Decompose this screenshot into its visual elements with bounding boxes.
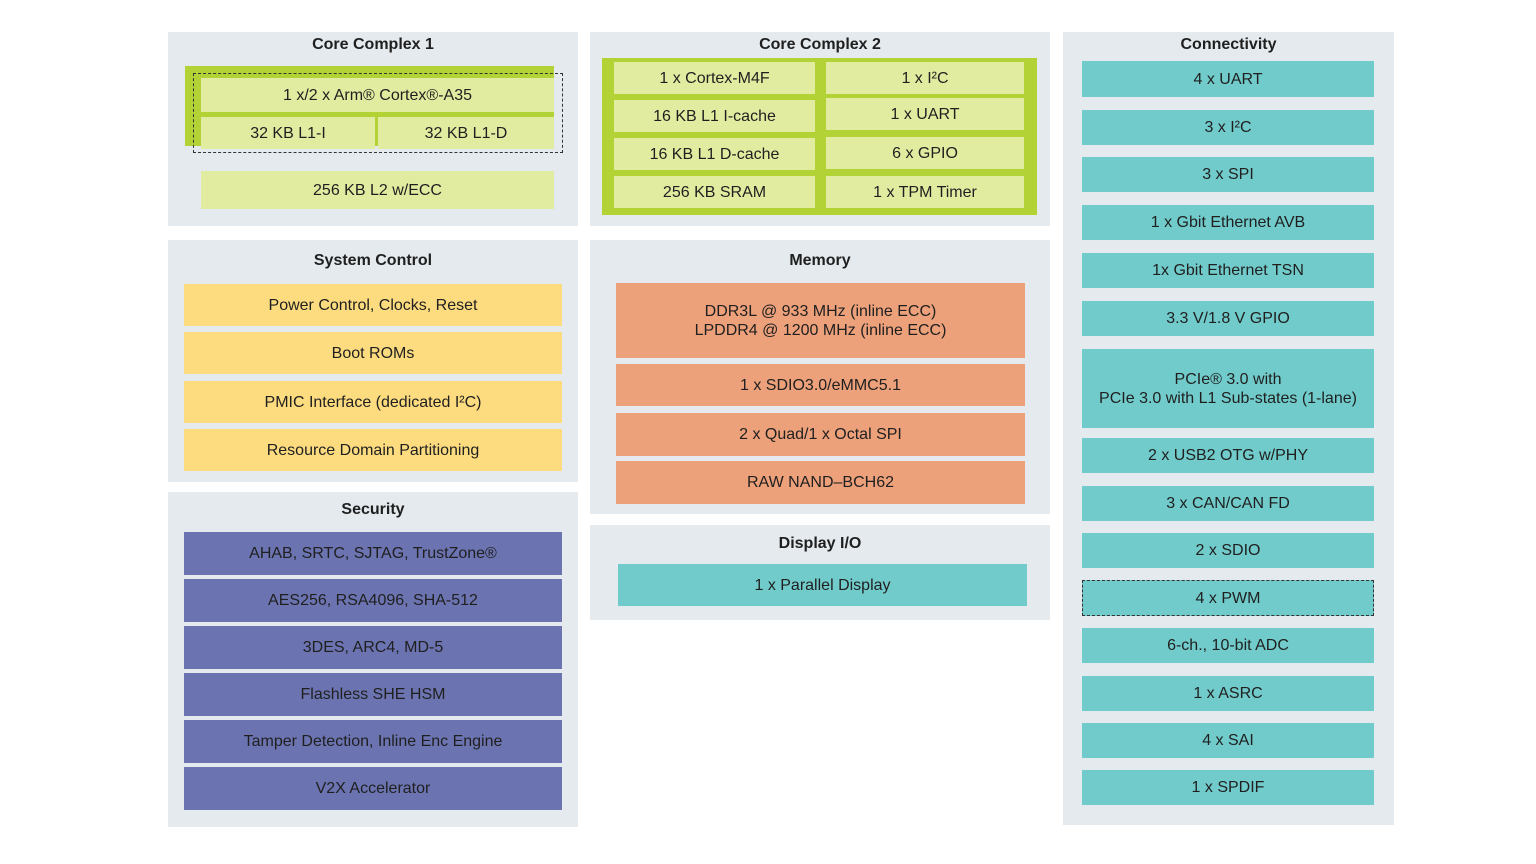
aes-rsa-sha-block: AES256, RSA4096, SHA-512: [184, 579, 562, 622]
system-control-panel: System Control Power Control, Clocks, Re…: [168, 240, 578, 482]
cm4f-dcache-block: 16 KB L1 D-cache: [614, 138, 815, 170]
connectivity-uart: 4 x UART: [1082, 61, 1374, 97]
sdio-emmc-block: 1 x SDIO3.0/eMMC5.1: [616, 364, 1025, 406]
display-io-panel: Display I/O 1 x Parallel Display: [590, 525, 1050, 620]
cm4f-tpm-timer-block: 1 x TPM Timer: [826, 176, 1024, 208]
cm4f-sram-block: 256 KB SRAM: [614, 176, 815, 208]
boot-roms-block: Boot ROMs: [184, 332, 562, 374]
v2x-accelerator-block: V2X Accelerator: [184, 767, 562, 810]
connectivity-title: Connectivity: [1180, 36, 1277, 53]
ddr-memory-block: DDR3L @ 933 MHz (inline ECC) LPDDR4 @ 12…: [616, 283, 1025, 358]
memory-title: Memory: [789, 252, 851, 269]
raw-nand-block: RAW NAND–BCH62: [616, 461, 1025, 504]
cortex-a35-block: 1 x/2 x Arm® Cortex®-A35: [201, 78, 554, 112]
connectivity-can-fd: 3 x CAN/CAN FD: [1082, 486, 1374, 521]
pmic-interface-block: PMIC Interface (dedicated I²C): [184, 381, 562, 423]
3des-arc4-md5-block: 3DES, ARC4, MD-5: [184, 626, 562, 669]
memory-panel: Memory DDR3L @ 933 MHz (inline ECC) LPDD…: [590, 240, 1050, 514]
quad-octal-spi-block: 2 x Quad/1 x Octal SPI: [616, 413, 1025, 456]
cm4f-uart-block: 1 x UART: [826, 98, 1024, 130]
core-complex-1-title: Core Complex 1: [312, 36, 434, 53]
tamper-detection-block: Tamper Detection, Inline Enc Engine: [184, 720, 562, 763]
security-panel: Security AHAB, SRTC, SJTAG, TrustZone® A…: [168, 492, 578, 827]
connectivity-pcie: PCIe® 3.0 with PCIe 3.0 with L1 Sub-stat…: [1082, 349, 1374, 428]
connectivity-ethernet-tsn: 1x Gbit Ethernet TSN: [1082, 253, 1374, 288]
connectivity-spi: 3 x SPI: [1082, 157, 1374, 192]
connectivity-gpio: 3.3 V/1.8 V GPIO: [1082, 301, 1374, 336]
cm4f-i2c-block: 1 x I²C: [826, 62, 1024, 94]
connectivity-spdif: 1 x SPDIF: [1082, 770, 1374, 805]
connectivity-usb2-otg: 2 x USB2 OTG w/PHY: [1082, 438, 1374, 473]
core-complex-2-panel: Core Complex 2 1 x Cortex-M4F 1 x I²C 16…: [590, 32, 1050, 226]
flashless-she-hsm-block: Flashless SHE HSM: [184, 673, 562, 716]
connectivity-sai: 4 x SAI: [1082, 723, 1374, 758]
cm4f-gpio-block: 6 x GPIO: [826, 137, 1024, 169]
parallel-display-block: 1 x Parallel Display: [618, 564, 1027, 606]
connectivity-asrc: 1 x ASRC: [1082, 676, 1374, 711]
power-clocks-reset-block: Power Control, Clocks, Reset: [184, 284, 562, 326]
connectivity-sdio: 2 x SDIO: [1082, 533, 1374, 568]
core-complex-1-panel: Core Complex 1 1 x/2 x Arm® Cortex®-A35 …: [168, 32, 578, 226]
connectivity-ethernet-avb: 1 x Gbit Ethernet AVB: [1082, 205, 1374, 240]
connectivity-adc: 6-ch., 10-bit ADC: [1082, 628, 1374, 663]
ahab-srtc-sjtag-block: AHAB, SRTC, SJTAG, TrustZone®: [184, 532, 562, 575]
connectivity-pwm: 4 x PWM: [1082, 580, 1374, 616]
security-title: Security: [341, 501, 405, 518]
display-io-title: Display I/O: [778, 535, 862, 552]
l1-i-cache-block: 32 KB L1-I: [201, 117, 375, 149]
core-complex-2-title: Core Complex 2: [759, 36, 881, 53]
cm4f-core-block: 1 x Cortex-M4F: [614, 62, 815, 94]
connectivity-i2c: 3 x I²C: [1082, 110, 1374, 145]
resource-domain-partitioning-block: Resource Domain Partitioning: [184, 429, 562, 471]
system-control-title: System Control: [313, 252, 433, 269]
l2-cache-block: 256 KB L2 w/ECC: [201, 171, 554, 209]
second-core-dashed-outline: [193, 73, 563, 153]
l1-d-cache-block: 32 KB L1-D: [378, 117, 554, 149]
cm4f-icache-block: 16 KB L1 I-cache: [614, 100, 815, 132]
connectivity-panel: Connectivity 4 x UART 3 x I²C 3 x SPI 1 …: [1063, 32, 1394, 825]
